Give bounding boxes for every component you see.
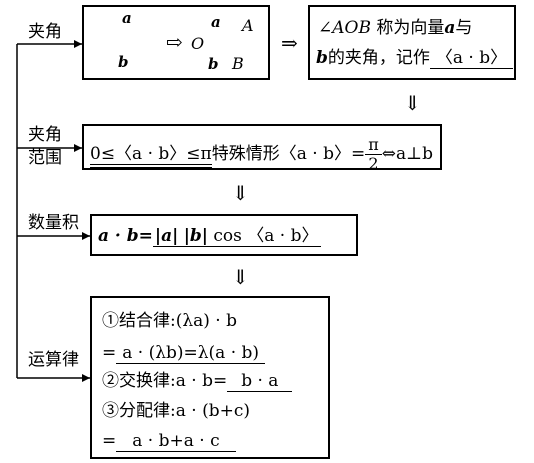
frac-denominator: 2 [368, 154, 379, 173]
definition-vec-b: b [316, 48, 328, 68]
commutative-text: ②交换律:a · b= [102, 371, 228, 391]
abs-a: |a| [154, 226, 179, 246]
law-associative-result: =a · (λb)=λ(a · b) [102, 342, 266, 364]
label-range-line2: 范围 [28, 148, 62, 168]
angle-definition-box: ∠AOB 称为向量a与 b的夹角，记作〈a · b〉 [308, 5, 516, 80]
dot-product-formula: a · b=|a| |b| cos 〈a · b〉 [98, 225, 321, 247]
vector-figure-box: a b ⇨ O a A b B [82, 5, 270, 80]
vector-oa-label: a [211, 13, 221, 31]
law-commutative: ②交换律:a · b=b · a [102, 370, 293, 392]
label-range-line1: 夹角 [28, 125, 62, 145]
distributive-answer: a · b+a · c [116, 431, 236, 452]
label-laws: 运算律 [28, 350, 79, 370]
label-angle: 夹角 [28, 22, 62, 42]
point-o-label: O [191, 34, 205, 53]
abs-b: |b| [183, 226, 208, 246]
cos-text: cos [213, 226, 242, 246]
down-arrow-3: ⇓ [232, 265, 249, 289]
commutative-answer: b · a [227, 371, 293, 392]
laws-box: ①结合律:(λa) · b =a · (λb)=λ(a · b) ②交换律:a … [90, 296, 330, 459]
right-arrow: ⇒ [281, 31, 298, 55]
range-inequality: 0≤〈a · b〉≤π [90, 144, 212, 168]
distributive-equals: = [102, 431, 117, 451]
frac-numerator: π [365, 136, 382, 155]
definition-text1: 称为向量 [370, 18, 445, 38]
associative-answer: a · (λb)=λ(a · b) [116, 343, 266, 364]
point-b-label: B [232, 54, 244, 73]
implies-arrow: ⇨ [166, 30, 183, 54]
angle-bracket-term: 〈a · b〉 [247, 226, 319, 246]
vector-b-label: b [118, 53, 129, 71]
angle-aob: ∠AOB [318, 18, 371, 38]
point-a-label: A [242, 16, 254, 35]
definition-text3: 的夹角，记作 [327, 48, 430, 68]
law-associative: ①结合律:(λa) · b [102, 311, 237, 331]
definition-line2: b的夹角，记作〈a · b〉 [316, 47, 514, 69]
associative-equals: = [102, 343, 117, 363]
down-arrow-2: ⇓ [232, 181, 249, 205]
definition-text2: 与 [455, 18, 473, 38]
dot-product-box: a · b=|a| |b| cos 〈a · b〉 [90, 214, 358, 256]
special-case-text: 特殊情形〈a · b〉= [211, 144, 366, 164]
definition-vec-a: a [444, 18, 456, 38]
down-arrow-1: ⇓ [404, 91, 421, 115]
law-distributive-result: =a · b+a · c [102, 430, 236, 452]
vector-a-label: a [122, 9, 132, 27]
angle-notation: 〈a · b〉 [429, 48, 514, 69]
vector-ob-label: b [208, 55, 219, 73]
dot-product-rhs: |a| |b| cos 〈a · b〉 [152, 226, 321, 247]
perpendicular-text: ⇔a⊥b [381, 144, 433, 164]
dot-product-lhs: a · b= [98, 226, 153, 246]
label-dot-product: 数量积 [28, 213, 79, 233]
law-distributive: ③分配律:a · (b+c) [102, 401, 250, 421]
definition-line1: ∠AOB 称为向量a与 [318, 17, 472, 39]
